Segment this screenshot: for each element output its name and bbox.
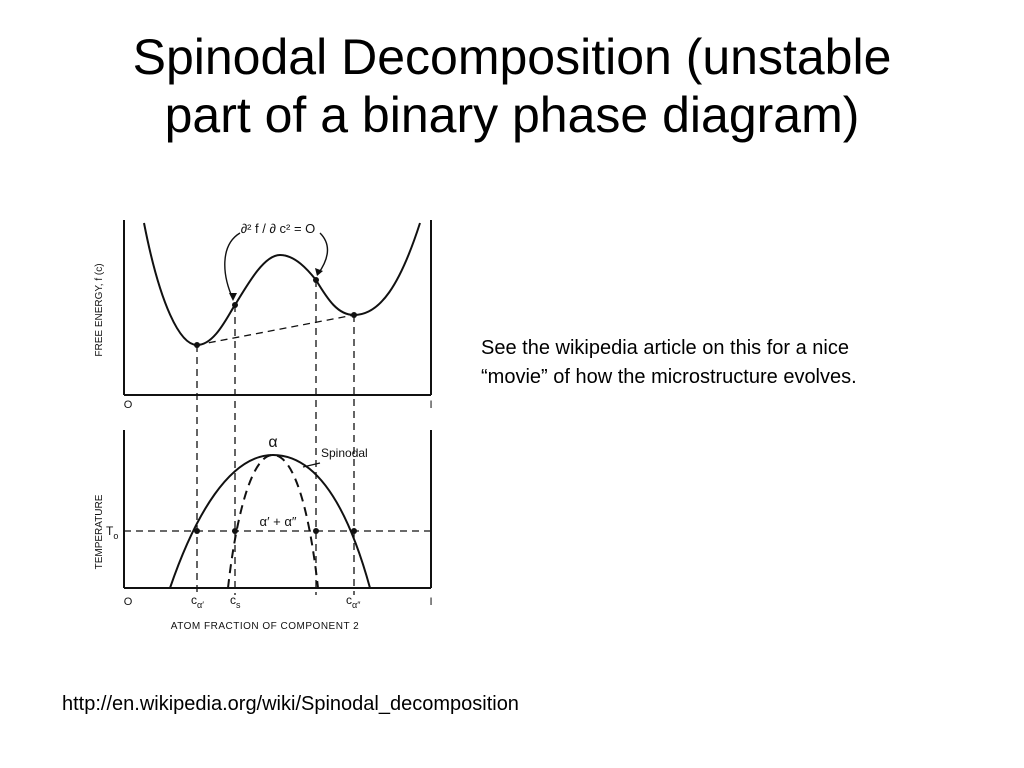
two-phase-region-label: α′ + α″ bbox=[260, 514, 297, 529]
temperature-axis-label: TEMPERATURE bbox=[94, 494, 105, 569]
free-energy-x-max-label: I bbox=[429, 399, 432, 411]
t0-point-c-alpha-double-prime bbox=[351, 528, 357, 534]
wikipedia-note: See the wikipedia article on this for a … bbox=[481, 334, 1001, 392]
spinodal-pointer bbox=[302, 462, 321, 468]
temperature-x-min-label: O bbox=[124, 596, 133, 608]
slide-title: Spinodal Decomposition (unstable part of… bbox=[0, 28, 1024, 144]
t0-point-spinodal-right bbox=[313, 528, 319, 534]
wikipedia-link[interactable]: http://en.wikipedia.org/wiki/Spinodal_de… bbox=[62, 693, 519, 715]
note-line-1: See the wikipedia article on this for a … bbox=[481, 337, 849, 359]
second-derivative-condition-label: ∂² f / ∂ c² = O bbox=[241, 221, 316, 236]
tick-label-c-alpha-prime: cα′ bbox=[191, 593, 204, 610]
slide-title-line-1: Spinodal Decomposition (unstable bbox=[132, 29, 892, 85]
t0-point-c-s bbox=[232, 528, 238, 534]
free-energy-curve bbox=[143, 222, 421, 347]
temperature-x-max-label: I bbox=[429, 596, 432, 608]
common-tangent-line bbox=[196, 314, 355, 346]
condition-arrowhead-left bbox=[229, 293, 237, 301]
slide-title-line-2: part of a binary phase diagram) bbox=[164, 87, 860, 143]
free-energy-panel: ∂² f / ∂ c² = O FREE ENERGY, f (c) O I bbox=[94, 220, 433, 411]
spinodal-label: Spinodal bbox=[321, 446, 368, 460]
condition-arrow-left bbox=[224, 232, 241, 300]
note-line-2: “movie” of how the microstructure evolve… bbox=[481, 366, 857, 388]
composition-axis-label: ATOM FRACTION OF COMPONENT 2 bbox=[171, 621, 359, 632]
projection-lines bbox=[196, 280, 355, 595]
free-energy-axis-label: FREE ENERGY, f (c) bbox=[94, 263, 105, 356]
tick-label-c-alpha-double-prime: cα″ bbox=[346, 593, 361, 610]
condition-arrowhead-right bbox=[315, 268, 323, 276]
t0-point-c-alpha-prime bbox=[194, 528, 200, 534]
temperature-panel: α Spinodal α′ + α″ TEMPERATURE To O I cα… bbox=[94, 430, 433, 632]
t0-marker-label: To bbox=[106, 524, 118, 541]
tick-label-c-s: cs bbox=[230, 593, 241, 610]
miscibility-gap-curve bbox=[169, 453, 371, 589]
alpha-phase-label: α bbox=[268, 434, 277, 451]
spinodal-curve bbox=[227, 453, 319, 589]
spinodal-diagram: ∂² f / ∂ c² = O FREE ENERGY, f (c) O I α… bbox=[94, 220, 433, 632]
condition-arrow-right bbox=[317, 232, 328, 275]
free-energy-x-min-label: O bbox=[124, 399, 133, 411]
